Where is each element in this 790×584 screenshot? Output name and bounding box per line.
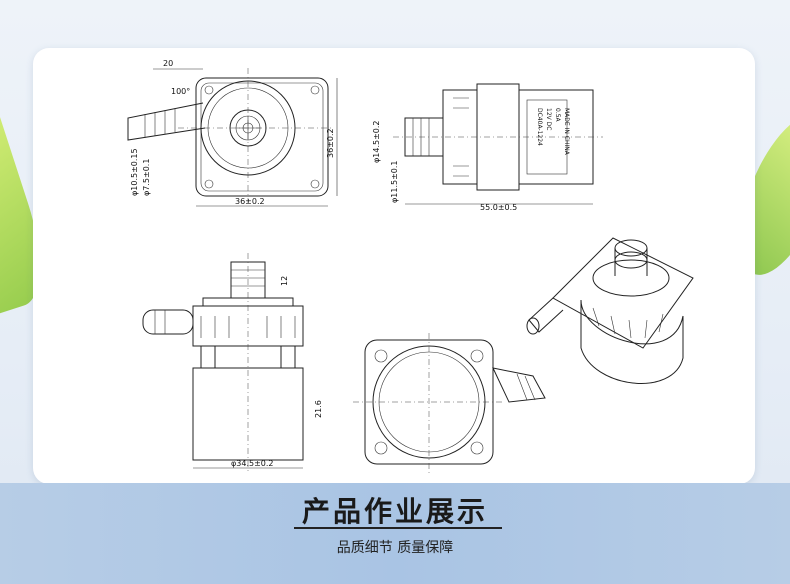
bottom-view-drawing — [353, 333, 546, 473]
dim-inner-dia: φ7.5±0.1 — [142, 159, 151, 196]
dim-side-length: 55.0±0.5 — [480, 203, 517, 212]
dim-top-width: 36±0.2 — [235, 197, 265, 206]
label-line-1: DC40A-1224 — [536, 108, 543, 146]
section-title: 产品作业展示 — [301, 495, 488, 528]
top-view-drawing: 20 100° 36±0.2 36±0.2 φ7.5±0.1 φ10.5±0.1… — [127, 59, 338, 207]
dim-body-dia: φ34.5±0.2 — [231, 459, 274, 468]
dim-inlet-height: 12 — [280, 276, 289, 286]
technical-drawing-card: 20 100° 36±0.2 36±0.2 φ7.5±0.1 φ10.5±0.1… — [33, 48, 755, 484]
dim-body-height: 21.6 — [314, 400, 323, 418]
label-line-2: 12V DC — [545, 108, 552, 130]
side-view-drawing: DC40A-1224 12V DC 0.5A MADE IN CHINA 55.… — [372, 83, 603, 212]
dim-inlet-dia: φ14.5±0.2 — [372, 120, 381, 163]
dim-top-height: 36±0.2 — [326, 128, 335, 158]
dim-outer-dia: φ10.5±0.15 — [130, 148, 139, 196]
footer-band — [0, 483, 790, 584]
title-underline — [294, 527, 502, 529]
label-line-4: MADE IN CHINA — [563, 108, 570, 156]
section-subtitle: 品质细节 质量保障 — [336, 540, 454, 556]
front-view-drawing: φ34.5±0.2 12 21.6 — [142, 253, 323, 473]
dim-outlet-offset: 20 — [163, 59, 173, 68]
label-line-3: 0.5A — [554, 108, 561, 123]
isometric-pump-drawing — [526, 237, 694, 384]
dim-inlet-inner: φ11.5±0.1 — [390, 160, 399, 203]
pump-drawings: 20 100° 36±0.2 36±0.2 φ7.5±0.1 φ10.5±0.1… — [127, 59, 694, 473]
dim-angle: 100° — [171, 87, 190, 96]
